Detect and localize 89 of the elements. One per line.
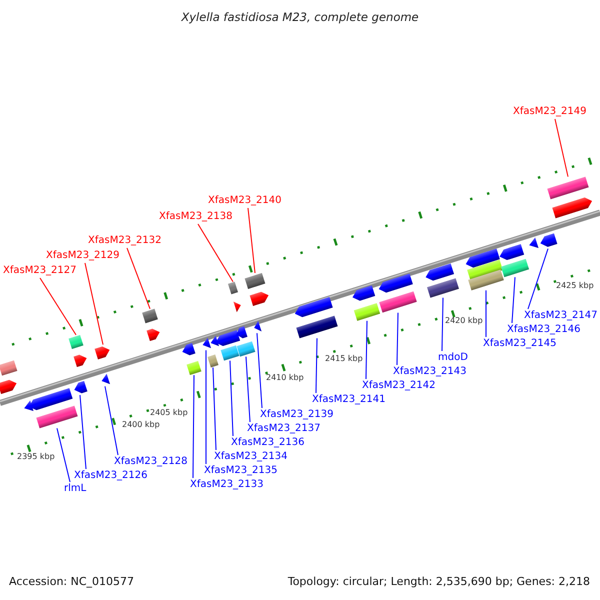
gene-label: XfasM23_2145 <box>483 338 557 350</box>
gene-feature <box>500 244 524 260</box>
gene-block <box>244 273 266 289</box>
gene-feature <box>202 338 211 348</box>
scale-label: 2405 kbp <box>150 407 188 418</box>
gene-feature <box>426 264 454 281</box>
gene-block <box>296 316 338 338</box>
leader-line <box>256 332 262 408</box>
gene-label: XfasM23_2138 <box>159 211 233 223</box>
gene-feature <box>529 238 538 248</box>
gene-block <box>236 341 256 357</box>
gene-label: XfasM23_2135 <box>204 465 278 477</box>
scale-label: 2400 kbp <box>122 419 160 430</box>
gene-feature <box>552 198 592 218</box>
gene-block <box>186 360 202 376</box>
gene-label: XfasM23_2141 <box>312 394 386 406</box>
gene-label: XfasM23_2136 <box>231 437 305 449</box>
leader-line <box>246 356 250 422</box>
gene-feature <box>74 354 87 368</box>
gene-label: XfasM23_2149 <box>513 106 587 118</box>
gene-label: XfasM23_2132 <box>88 235 162 247</box>
gene-block <box>379 291 417 313</box>
footer-text: Accession: NC_010577 <box>9 575 134 589</box>
gene-block <box>354 303 380 321</box>
gene-label: XfasM23_2147 <box>524 310 598 322</box>
leader-line <box>554 118 568 178</box>
leader-line <box>396 312 398 366</box>
gene-block <box>500 258 530 278</box>
gene-feature <box>294 297 333 318</box>
gene-feature <box>378 274 413 293</box>
gene-feature <box>233 302 241 312</box>
gene-label: XfasM23_2126 <box>74 470 148 482</box>
leader-line <box>248 208 256 274</box>
footer-text: Topology: circular; Length: 2,535,690 bp; Genes: 2,218 <box>288 575 590 589</box>
gene-feature <box>102 374 110 384</box>
leader-line <box>56 428 70 482</box>
gene-block <box>547 176 589 200</box>
leader-line <box>212 367 216 450</box>
gene-label: XfasM23_2146 <box>507 324 581 336</box>
leader-line <box>512 276 516 324</box>
leader-line <box>126 248 150 310</box>
gene-feature <box>236 326 248 338</box>
gene-label: XfasM23_2127 <box>3 265 77 277</box>
gene-label: XfasM23_2142 <box>362 380 436 392</box>
leader-line <box>366 320 368 380</box>
scale-label: 2415 kbp <box>325 353 363 364</box>
gene-label: rlmL <box>64 483 86 495</box>
scale-label: 2425 kbp <box>556 280 594 291</box>
gene-feature <box>250 292 269 306</box>
gene-feature <box>182 342 196 356</box>
leader-line <box>442 297 444 352</box>
gene-feature <box>94 346 110 360</box>
leader-line <box>80 394 86 470</box>
gene-block <box>142 308 158 324</box>
diagram-title: Xylella fastidiosa M23, complete genome <box>180 9 420 25</box>
gene-label: XfasM23_2143 <box>393 366 467 378</box>
gene-block <box>0 360 18 376</box>
leader-line <box>192 374 194 478</box>
gene-label: mdoD <box>438 352 468 364</box>
gene-feature <box>74 380 88 394</box>
gene-block <box>36 406 78 428</box>
gene-block <box>228 282 238 294</box>
leader-line <box>84 262 104 346</box>
leader-line <box>316 338 318 394</box>
leader-line <box>198 224 234 282</box>
leader-line <box>230 360 234 436</box>
gene-block <box>208 354 218 368</box>
gene-label: XfasM23_2134 <box>214 451 288 463</box>
scale-label: 2410 kbp <box>266 372 304 383</box>
gene-feature <box>0 380 17 394</box>
gene-label: XfasM23_2140 <box>208 195 282 207</box>
gene-block <box>427 278 459 298</box>
gene-label: XfasM23_2129 <box>46 250 120 262</box>
gene-block <box>468 270 504 290</box>
gene-label: XfasM23_2137 <box>247 423 321 435</box>
leader-line <box>528 248 548 310</box>
gene-feature <box>352 285 376 301</box>
gene-feature <box>29 388 73 410</box>
gene-label: XfasM23_2128 <box>114 456 188 468</box>
gene-label: XfasM23_2133 <box>190 479 264 491</box>
gene-feature <box>254 320 262 332</box>
gene-label: XfasM23_2139 <box>260 409 334 421</box>
gene-block <box>220 345 240 361</box>
gene-feature <box>146 328 160 342</box>
scale-label: 2395 kbp <box>17 451 55 462</box>
gene-block <box>68 334 84 350</box>
leader-line <box>104 386 118 456</box>
leader-line <box>40 278 76 336</box>
scale-label: 2420 kbp <box>445 315 483 326</box>
